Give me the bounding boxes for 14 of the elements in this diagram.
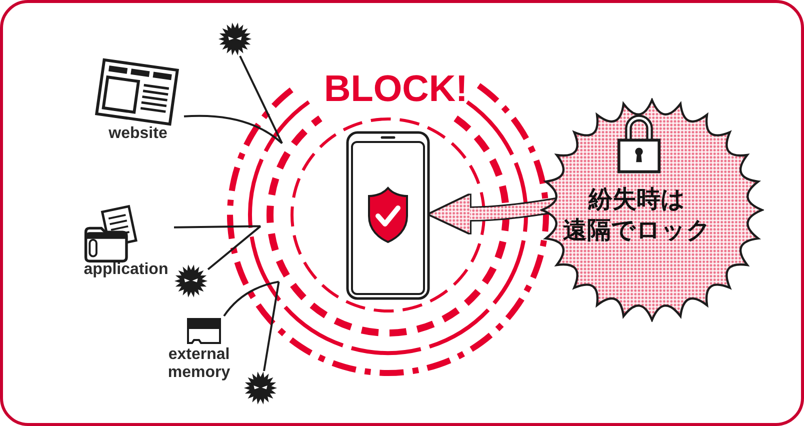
connector-line	[184, 114, 283, 144]
connector-line	[223, 280, 279, 317]
icon-caption: application	[84, 261, 168, 279]
connector-line	[207, 225, 262, 270]
connector-line	[239, 56, 283, 144]
connector-line	[263, 282, 280, 372]
alert-heading: BLOCK!	[324, 70, 468, 107]
virus-icon	[243, 371, 278, 405]
connector-line	[174, 225, 261, 228]
virus-icon	[174, 264, 208, 298]
icon-caption: website	[108, 125, 168, 143]
callout-text: 紛失時は遠隔でロック	[562, 184, 712, 246]
icon-caption: external memory	[166, 346, 232, 382]
virus-icon	[217, 22, 253, 56]
